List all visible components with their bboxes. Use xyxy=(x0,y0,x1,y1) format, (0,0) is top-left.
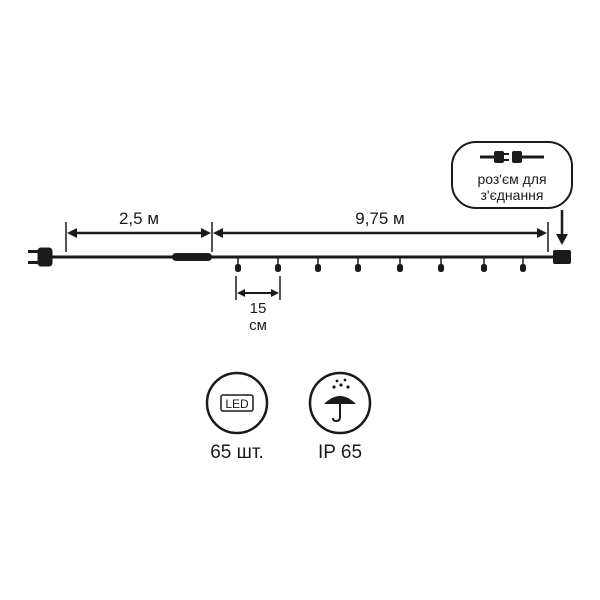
arrow-left-icon xyxy=(67,228,77,238)
connector-note-line2: з'єднання xyxy=(481,187,544,203)
led-bulbs xyxy=(235,257,526,272)
led-icon-badge xyxy=(220,394,254,412)
spacing-value-label: 15 xyxy=(250,300,267,317)
led-icon-text: LED xyxy=(225,397,249,411)
end-connector xyxy=(553,250,571,264)
cable xyxy=(50,250,571,264)
led-bulb xyxy=(520,257,526,272)
light-dimension xyxy=(213,222,549,252)
led-bulb xyxy=(315,257,321,272)
connector-note: роз'єм для з'єднання xyxy=(451,141,573,245)
ip-rating-label: IP 65 xyxy=(318,442,362,463)
led-bulb xyxy=(275,257,281,272)
arrow-left-icon xyxy=(213,228,223,238)
arrow-down-icon xyxy=(556,234,568,245)
arrow-right-icon xyxy=(537,228,547,238)
umbrella-rain-icon xyxy=(324,378,356,423)
arrow-left-icon xyxy=(237,289,245,297)
led-bulb xyxy=(235,257,241,272)
spacing-unit-label: см xyxy=(249,317,267,334)
spacing-dimension xyxy=(235,276,281,300)
led-spec: LED 65 шт. xyxy=(205,371,269,463)
led-bulb xyxy=(397,257,403,272)
ip-spec: IP 65 xyxy=(308,371,372,463)
led-bulb xyxy=(481,257,487,272)
connector-plug-icon xyxy=(480,151,544,163)
arrow-right-icon xyxy=(201,228,211,238)
connector-note-line1: роз'єм для xyxy=(477,171,546,187)
lead-dimension xyxy=(65,222,213,252)
lead-length-label: 2,5 м xyxy=(119,209,159,228)
light-length-label: 9,75 м xyxy=(355,209,405,228)
led-icon xyxy=(205,371,269,435)
arrow-right-icon xyxy=(271,289,279,297)
led-count-label: 65 шт. xyxy=(210,442,264,463)
plug-icon xyxy=(28,247,53,267)
led-bulb xyxy=(438,257,444,272)
inline-controller xyxy=(172,253,212,261)
led-bulb xyxy=(355,257,361,272)
